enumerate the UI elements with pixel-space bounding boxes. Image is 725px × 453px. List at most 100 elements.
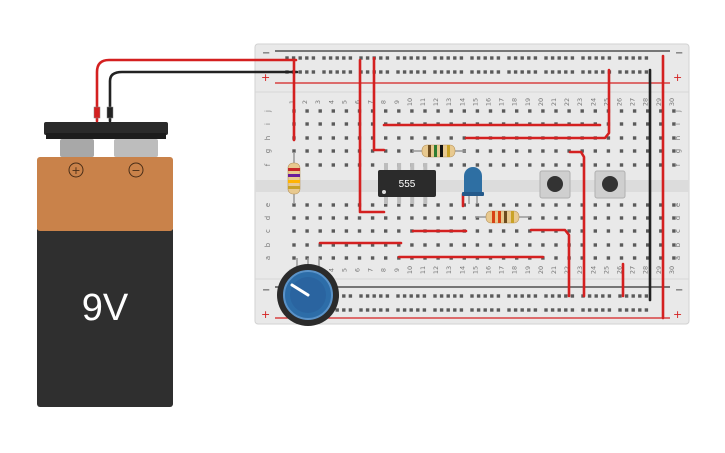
- breadboard-hole: [397, 203, 401, 207]
- breadboard-hole: [507, 294, 511, 298]
- column-number-top: 28: [642, 98, 650, 106]
- breadboard-hole: [581, 70, 585, 74]
- breadboard-hole: [470, 294, 474, 298]
- breadboard-hole: [593, 109, 597, 113]
- breadboard-hole: [659, 136, 663, 140]
- breadboard-hole: [593, 229, 597, 233]
- breadboard-hole: [624, 70, 629, 74]
- ic-555-pin: [397, 163, 402, 172]
- breadboard-hole: [501, 203, 506, 207]
- breadboard-hole: [618, 294, 622, 298]
- breadboard-hole: [397, 229, 401, 233]
- breadboard-hole: [646, 216, 650, 220]
- push-button-1-cap[interactable]: [547, 176, 563, 192]
- breadboard-hole: [318, 109, 322, 113]
- breadboard-hole: [335, 56, 339, 60]
- wire-555-pin8-loop: [372, 56, 386, 152]
- push-button-2-cap[interactable]: [602, 176, 618, 192]
- breadboard-hole: [564, 294, 568, 298]
- column-number-top: 15: [471, 98, 479, 106]
- breadboard-hole: [607, 56, 612, 60]
- breadboard-hole: [646, 256, 650, 260]
- breadboard-hole: [292, 243, 296, 247]
- breadboard-hole: [488, 243, 493, 247]
- breadboard-hole: [379, 294, 383, 298]
- push-button-1[interactable]: [539, 170, 571, 199]
- breadboard-hole: [348, 56, 353, 60]
- breadboard-hole: [631, 56, 635, 60]
- breadboard-hole: [520, 70, 524, 74]
- potentiometer[interactable]: [277, 258, 339, 326]
- breadboard-hole: [483, 294, 487, 298]
- battery-voltage-label: 9V: [82, 287, 129, 329]
- ic-555-pin: [397, 195, 402, 204]
- row-letter: a: [264, 256, 272, 260]
- breadboard-hole: [550, 294, 555, 298]
- breadboard-hole: [305, 229, 309, 233]
- breadboard-hole: [672, 149, 676, 153]
- column-number-top: 21: [550, 98, 558, 106]
- breadboard-hole: [402, 70, 407, 74]
- breadboard-hole: [550, 56, 555, 60]
- breadboard-hole: [606, 203, 611, 207]
- battery-plus-circle: [68, 162, 84, 178]
- breadboard-hole: [646, 163, 650, 167]
- breadboard-hole: [631, 70, 635, 74]
- rail-plus-label-tr: +: [673, 71, 682, 84]
- resistor-left-band-3: [288, 180, 300, 183]
- led-body: [464, 167, 482, 194]
- breadboard-hole: [501, 149, 506, 153]
- breadboard-hole: [672, 122, 676, 126]
- breadboard-hole: [632, 216, 637, 220]
- wire-col21-down: [529, 228, 571, 298]
- led-blue: [462, 167, 484, 204]
- column-number-bottom: 8: [380, 268, 388, 272]
- breadboard-hole: [449, 109, 453, 113]
- breadboard-hole: [513, 308, 518, 312]
- breadboard-hole: [672, 256, 676, 260]
- breadboard-hole: [318, 122, 322, 126]
- breadboard-hole: [638, 70, 642, 74]
- resistor-left-body: [287, 162, 301, 195]
- breadboard-hole: [475, 216, 480, 220]
- column-number-top: 9: [393, 100, 401, 104]
- breadboard-hole: [475, 149, 480, 153]
- breadboard-hole: [488, 229, 493, 233]
- breadboard-hole: [644, 308, 649, 312]
- breadboard-hole: [606, 229, 611, 233]
- resistor-lower-band-1: [492, 211, 495, 223]
- breadboard-hole: [533, 56, 538, 60]
- breadboard-hole: [462, 216, 466, 220]
- breadboard-hole: [544, 294, 548, 298]
- breadboard-hole: [594, 308, 598, 312]
- breadboard-hole: [446, 56, 450, 60]
- column-number-bottom: 19: [524, 266, 532, 274]
- row-letter: f: [264, 163, 272, 166]
- breadboard-hole: [410, 203, 414, 207]
- breadboard-hole: [619, 243, 624, 247]
- breadboard-hole: [462, 163, 466, 167]
- wire-row-i-to-col25: [464, 68, 611, 140]
- push-button-2[interactable]: [594, 170, 626, 199]
- ic-555-pin1-dot: [382, 190, 386, 194]
- breadboard-hole: [646, 149, 650, 153]
- column-number-top: 7: [367, 100, 375, 104]
- breadboard-hole: [298, 56, 302, 60]
- column-number-top: 16: [485, 98, 493, 106]
- column-number-top: 11: [419, 98, 427, 106]
- rail-plus-label-tl: +: [261, 71, 270, 84]
- column-number-bottom: 25: [602, 266, 610, 274]
- ic-555-pin: [423, 195, 428, 204]
- column-number-top: 26: [616, 98, 624, 106]
- row-letter: c: [264, 229, 272, 233]
- breadboard-hole: [331, 203, 335, 207]
- breadboard-hole: [365, 70, 370, 74]
- breadboard-hole: [344, 203, 349, 207]
- breadboard-hole: [587, 70, 592, 74]
- battery-minus-terminal: [114, 139, 158, 157]
- breadboard-hole: [359, 56, 363, 60]
- breadboard-hole: [507, 56, 511, 60]
- breadboard-hole: [672, 229, 676, 233]
- column-number-bottom: 21: [550, 266, 558, 274]
- breadboard-hole: [305, 243, 309, 247]
